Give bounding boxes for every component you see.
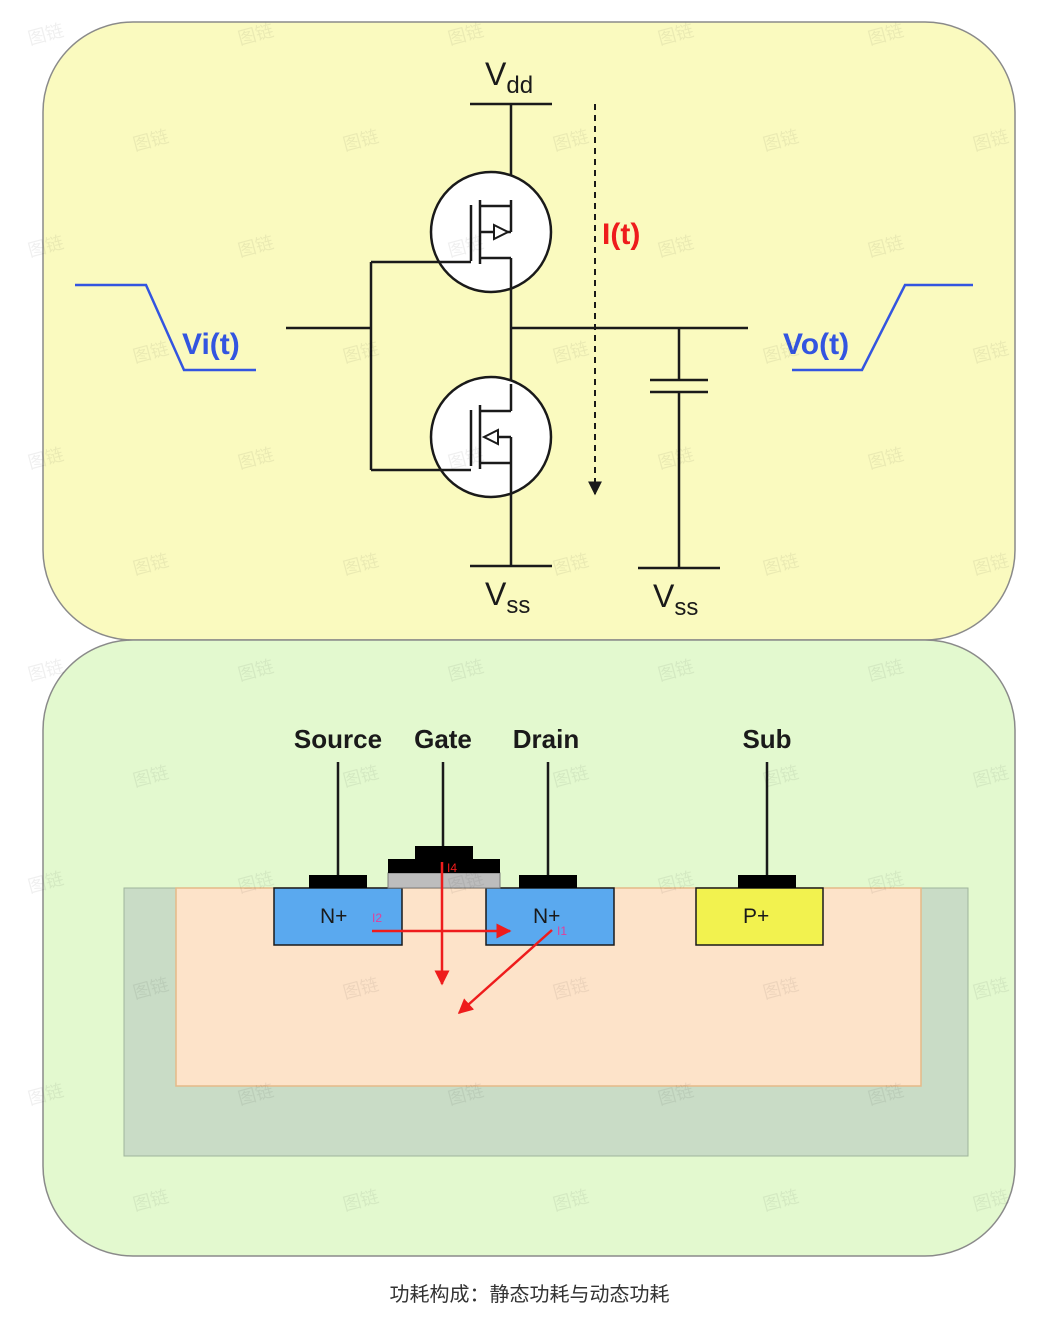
vdd-label: Vdd [485, 56, 533, 99]
n-drain-label: N+ [533, 905, 560, 928]
current-label: I(t) [602, 218, 640, 251]
input-label: Vi(t) [182, 328, 240, 361]
p-sub-region [695, 887, 824, 946]
sub-terminal-label: Sub [742, 724, 791, 754]
sub-contact [738, 875, 796, 888]
output-waveform [792, 283, 973, 372]
figure-caption: 功耗构成：静态功耗与动态功耗 [389, 1282, 670, 1306]
gate-contact [415, 846, 473, 859]
gate-terminal-label: Gate [414, 724, 472, 754]
watermark-text: 图链 [26, 20, 66, 50]
inverter-panel: Vdd [42, 21, 1016, 641]
vss-right-label: Vss [653, 578, 698, 621]
mos-cross-section-panel: N+ N+ P+ Source Gate Drain Sub I4 I2 I1 [42, 639, 1016, 1257]
pmos-transistor [371, 170, 553, 294]
output-node-wires [286, 262, 748, 470]
i4-label: I4 [447, 861, 457, 875]
p-sub-label: P+ [743, 905, 769, 928]
source-contact [309, 875, 367, 888]
output-label: Vo(t) [783, 328, 849, 361]
i1-arrow [457, 929, 553, 1014]
i2-label: I2 [372, 911, 382, 925]
vss-left-label: Vss [485, 576, 530, 619]
gate-poly [388, 859, 500, 873]
input-waveform [75, 283, 256, 372]
n-source-label: N+ [320, 905, 347, 928]
drain-contact [519, 875, 577, 888]
source-terminal-label: Source [294, 724, 382, 754]
drain-terminal-label: Drain [513, 724, 579, 754]
nmos-transistor [371, 375, 553, 566]
load-capacitor [638, 328, 720, 570]
i1-label: I1 [557, 924, 567, 938]
